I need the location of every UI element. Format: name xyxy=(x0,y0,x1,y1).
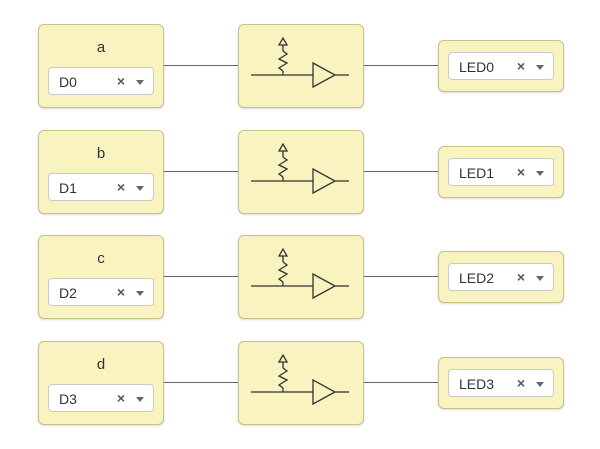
output-pin-select[interactable]: LED0 × xyxy=(448,52,554,80)
close-icon[interactable]: × xyxy=(516,164,525,180)
output-block[interactable]: LED3 × xyxy=(438,357,564,409)
wire xyxy=(164,382,238,383)
wire xyxy=(364,171,438,172)
input-name-label: c xyxy=(97,250,105,267)
buffer-gate-block[interactable] xyxy=(238,235,364,319)
input-block[interactable]: c D2 × xyxy=(38,235,164,319)
chevron-down-icon[interactable] xyxy=(136,397,144,402)
circuit-row: b D1 × xyxy=(0,130,600,214)
output-pin-select[interactable]: LED1 × xyxy=(448,158,554,186)
output-block[interactable]: LED2 × xyxy=(438,251,564,303)
chevron-down-icon[interactable] xyxy=(536,171,544,176)
buffer-with-pullup-icon xyxy=(251,142,349,195)
buffer-with-pullup-icon xyxy=(251,247,349,300)
wire xyxy=(364,382,438,383)
close-icon[interactable]: × xyxy=(116,390,125,406)
input-pin-value: D0 xyxy=(59,74,77,90)
close-icon[interactable]: × xyxy=(116,179,125,195)
close-icon[interactable]: × xyxy=(516,58,525,74)
wire xyxy=(164,276,238,277)
input-name-label: d xyxy=(96,356,106,373)
wire xyxy=(164,171,238,172)
circuit-row: c D2 × xyxy=(0,235,600,319)
close-icon[interactable]: × xyxy=(116,73,125,89)
buffer-gate-block[interactable] xyxy=(238,341,364,425)
circuit-row: d D3 × xyxy=(0,341,600,425)
input-pin-value: D1 xyxy=(59,180,77,196)
input-pin-value: D3 xyxy=(59,391,77,407)
buffer-with-pullup-icon xyxy=(251,36,349,89)
input-pin-select[interactable]: D0 × xyxy=(48,67,154,95)
input-block[interactable]: b D1 × xyxy=(38,130,164,214)
close-icon[interactable]: × xyxy=(116,284,125,300)
output-pin-select[interactable]: LED2 × xyxy=(448,263,554,291)
chevron-down-icon[interactable] xyxy=(136,186,144,191)
wire xyxy=(364,276,438,277)
close-icon[interactable]: × xyxy=(516,375,525,391)
wire xyxy=(164,65,238,66)
output-block[interactable]: LED0 × xyxy=(438,40,564,92)
buffer-with-pullup-icon xyxy=(251,353,349,406)
buffer-gate-block[interactable] xyxy=(238,130,364,214)
input-name-label: b xyxy=(96,145,106,162)
input-block[interactable]: d D3 × xyxy=(38,341,164,425)
input-name-label: a xyxy=(96,39,106,56)
output-pin-select[interactable]: LED3 × xyxy=(448,369,554,397)
output-pin-value: LED2 xyxy=(459,270,495,286)
input-pin-select[interactable]: D3 × xyxy=(48,384,154,412)
chevron-down-icon[interactable] xyxy=(136,80,144,85)
input-block[interactable]: a D0 × xyxy=(38,24,164,108)
buffer-gate-block[interactable] xyxy=(238,24,364,108)
chevron-down-icon[interactable] xyxy=(536,65,544,70)
circuit-row: a D0 × xyxy=(0,24,600,108)
wire xyxy=(364,65,438,66)
output-pin-value: LED1 xyxy=(459,165,495,181)
close-icon[interactable]: × xyxy=(516,269,525,285)
output-pin-value: LED3 xyxy=(459,376,495,392)
input-pin-select[interactable]: D2 × xyxy=(48,278,154,306)
input-pin-value: D2 xyxy=(59,285,77,301)
output-block[interactable]: LED1 × xyxy=(438,146,564,198)
chevron-down-icon[interactable] xyxy=(536,382,544,387)
output-pin-value: LED0 xyxy=(459,59,495,75)
chevron-down-icon[interactable] xyxy=(136,291,144,296)
input-pin-select[interactable]: D1 × xyxy=(48,173,154,201)
chevron-down-icon[interactable] xyxy=(536,276,544,281)
